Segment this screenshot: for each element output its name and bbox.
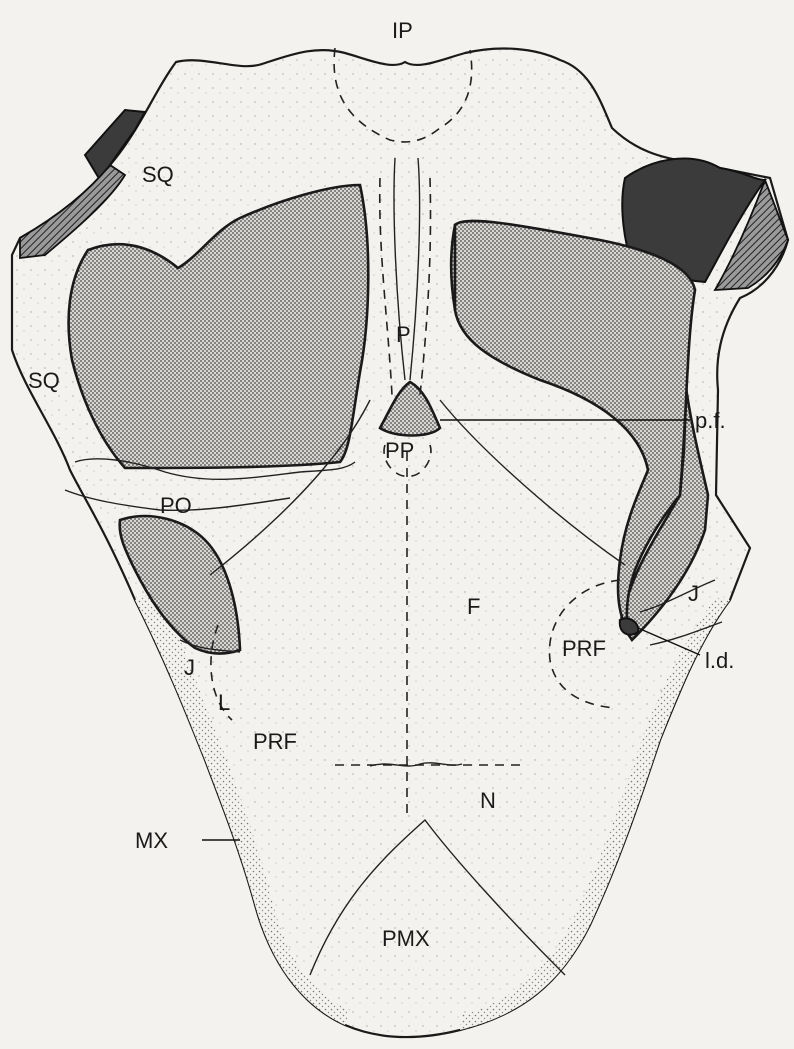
label-sq-upper: SQ xyxy=(142,162,174,187)
label-po: PO xyxy=(160,493,192,518)
label-j-right: J xyxy=(688,581,699,606)
label-ip: IP xyxy=(392,18,413,43)
label-pmx: PMX xyxy=(382,926,430,951)
label-mx: MX xyxy=(135,828,168,853)
label-prf-left: PRF xyxy=(253,729,297,754)
label-pp: PP xyxy=(385,438,414,463)
label-sq-lower: SQ xyxy=(28,368,60,393)
label-prf-right: PRF xyxy=(562,636,606,661)
label-p: P xyxy=(396,322,411,347)
label-n: N xyxy=(480,788,496,813)
label-f: F xyxy=(467,594,480,619)
label-j-left: J xyxy=(184,655,195,680)
label-pf: p.f. xyxy=(695,408,726,433)
label-ld: l.d. xyxy=(705,648,734,673)
label-l: L xyxy=(218,690,230,715)
